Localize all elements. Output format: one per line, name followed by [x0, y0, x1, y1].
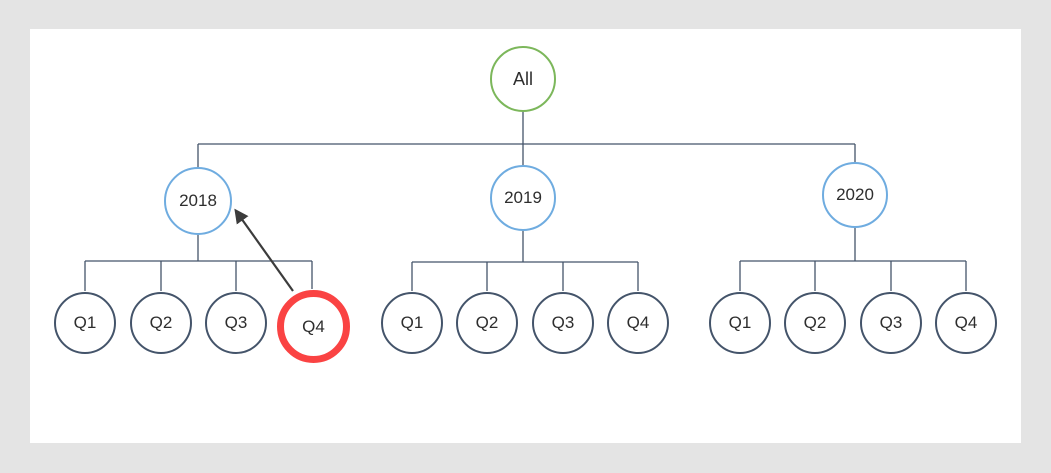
node-label: Q1 [400, 313, 424, 332]
node-label: Q1 [73, 313, 97, 332]
node-label: Q1 [728, 313, 752, 332]
node-2019-q3[interactable]: Q3 [532, 292, 594, 354]
node-2019-q1[interactable]: Q1 [381, 292, 443, 354]
node-2019-q4[interactable]: Q4 [607, 292, 669, 354]
node-label: Q2 [149, 313, 173, 332]
node-2020[interactable]: 2020 [822, 162, 888, 228]
node-label: Q4 [626, 313, 650, 332]
node-label: All [512, 68, 533, 89]
node-label: Q3 [551, 313, 575, 332]
node-label: Q2 [803, 313, 827, 332]
node-label: Q3 [224, 313, 248, 332]
node-2020-q3[interactable]: Q3 [860, 292, 922, 354]
node-2018-q4-highlighted[interactable]: Q4 [277, 290, 350, 363]
node-2018[interactable]: 2018 [164, 167, 232, 235]
node-2018-q2[interactable]: Q2 [130, 292, 192, 354]
node-label: Q4 [954, 313, 978, 332]
node-2018-q1[interactable]: Q1 [54, 292, 116, 354]
node-label: Q2 [475, 313, 499, 332]
node-label: Q3 [879, 313, 903, 332]
node-2020-q1[interactable]: Q1 [709, 292, 771, 354]
node-2020-q2[interactable]: Q2 [784, 292, 846, 354]
node-2019-q2[interactable]: Q2 [456, 292, 518, 354]
node-label: Q4 [302, 316, 325, 336]
node-all[interactable]: All [490, 46, 556, 112]
node-label: 2018 [179, 191, 217, 210]
node-label: 2020 [836, 185, 874, 204]
node-label: 2019 [504, 188, 542, 207]
node-2019[interactable]: 2019 [490, 165, 556, 231]
node-2020-q4[interactable]: Q4 [935, 292, 997, 354]
node-2018-q3[interactable]: Q3 [205, 292, 267, 354]
